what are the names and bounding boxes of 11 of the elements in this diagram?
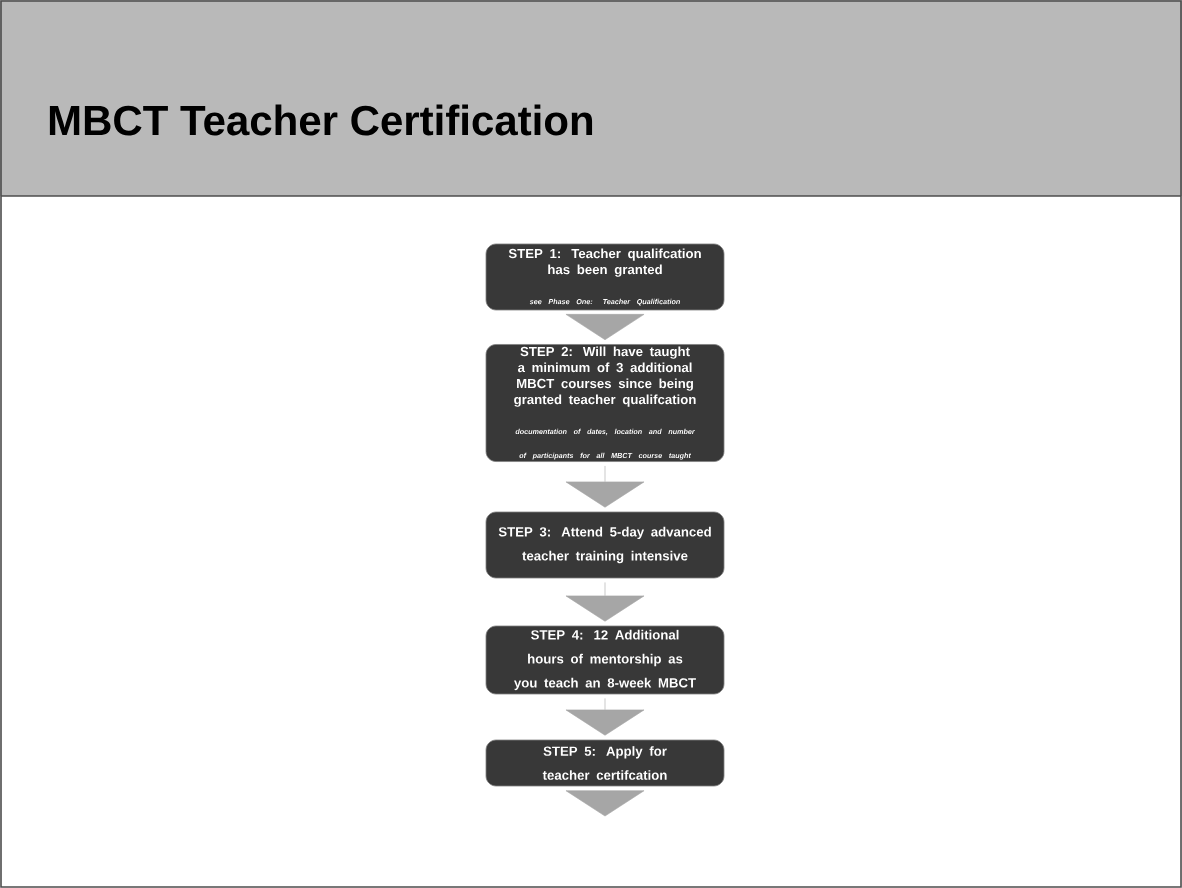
slide-title: MBCT Teacher Certification bbox=[49, 104, 593, 136]
chevron-arrow bbox=[565, 582, 645, 622]
chevron-arrow bbox=[565, 698, 645, 736]
chevron-arrow bbox=[565, 313, 645, 341]
chevron-arrow bbox=[565, 465, 645, 508]
step-box bbox=[485, 344, 725, 462]
chevron-arrow bbox=[565, 790, 645, 817]
step-box bbox=[485, 739, 725, 787]
step-box bbox=[485, 511, 725, 579]
step-box bbox=[485, 625, 725, 695]
step-box bbox=[485, 243, 725, 311]
